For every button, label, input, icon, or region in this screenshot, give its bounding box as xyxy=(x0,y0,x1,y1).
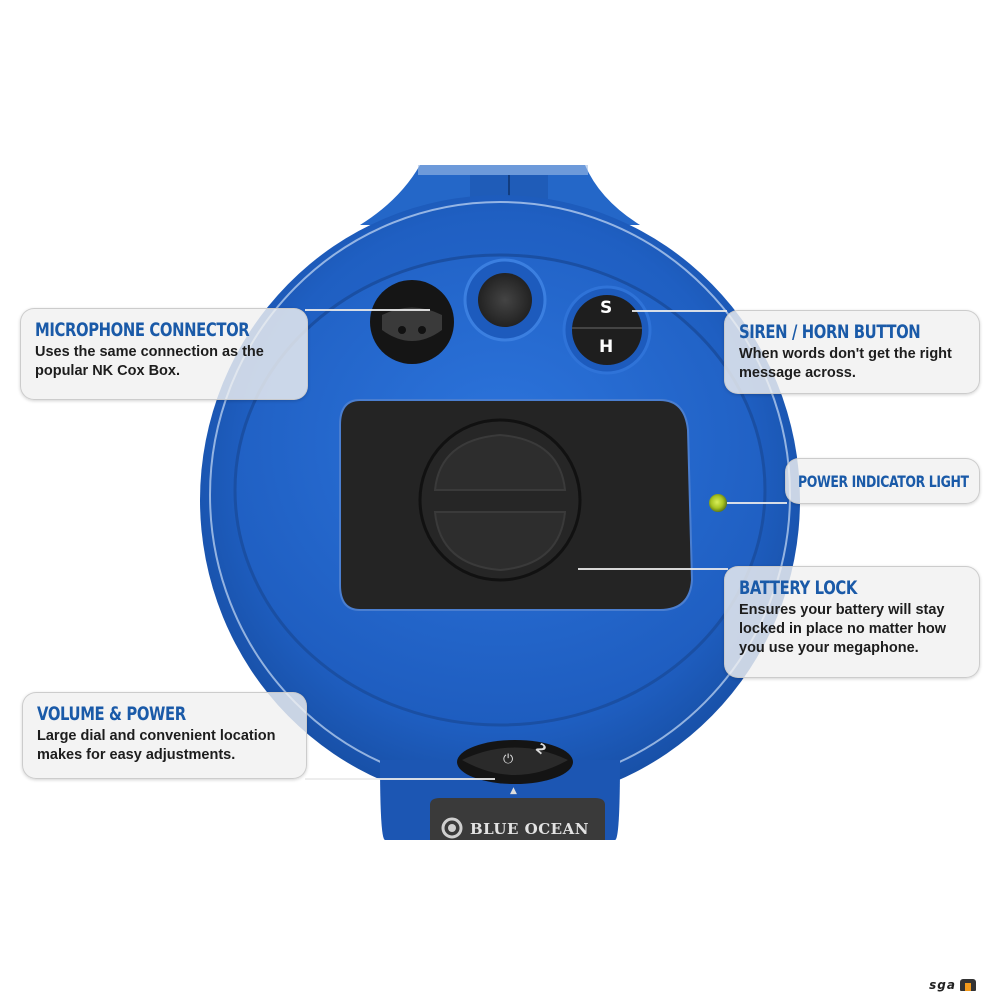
callout-siren-horn-button: SIREN / HORN BUTTON When words don't get… xyxy=(724,310,980,394)
callout-title: VOLUME & POWER xyxy=(37,703,186,725)
power-icon: ⏻ xyxy=(503,752,514,767)
leader-battery xyxy=(578,568,728,570)
siren-horn-button[interactable] xyxy=(562,285,652,375)
leader-microphone xyxy=(305,309,430,311)
leader-power-light xyxy=(727,502,787,504)
brand-plate xyxy=(430,798,605,840)
callout-description: Large dial and convenient location makes… xyxy=(37,728,276,763)
callout-power-indicator-light: POWER INDICATOR LIGHT xyxy=(785,458,980,504)
callout-volume-power: VOLUME & POWER Large dial and convenient… xyxy=(22,692,307,779)
callout-title: MICROPHONE CONNECTOR xyxy=(35,319,250,341)
siren-letter-s: S xyxy=(600,298,613,318)
callout-microphone-connector: MICROPHONE CONNECTOR Uses the same conne… xyxy=(20,308,308,400)
callout-description: Uses the same connection as the popular … xyxy=(35,344,264,379)
callout-title: POWER INDICATOR LIGHT xyxy=(798,472,969,491)
callout-title: SIREN / HORN BUTTON xyxy=(739,321,921,343)
leader-siren xyxy=(632,310,727,312)
sga-text: sga xyxy=(929,978,956,992)
callout-battery-lock: BATTERY LOCK Ensures your battery will s… xyxy=(724,566,980,678)
sga-watermark: sga xyxy=(929,978,976,992)
callout-description: When words don't get the right message a… xyxy=(739,346,952,381)
power-indicator-light xyxy=(709,494,727,512)
battery-lock[interactable] xyxy=(339,399,694,611)
volume-power-dial[interactable] xyxy=(457,740,573,784)
sga-logo-icon xyxy=(960,979,976,991)
siren-letter-h: H xyxy=(599,337,614,357)
leader-volume xyxy=(305,778,495,780)
microphone-connector xyxy=(370,280,454,364)
brand-label: BLUE OCEAN xyxy=(470,820,589,838)
dial-pointer-icon: ▲ xyxy=(510,786,517,796)
callout-description: Ensures your battery will stay locked in… xyxy=(739,602,947,656)
mic-grille xyxy=(463,258,547,342)
callout-title: BATTERY LOCK xyxy=(739,577,857,599)
